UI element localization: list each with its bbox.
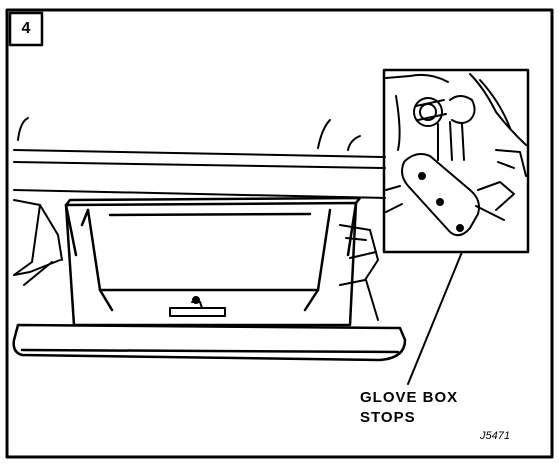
glove-box-door [12, 323, 407, 362]
left-knee-bolster [13, 199, 63, 286]
right-side-bracket [339, 224, 379, 321]
detail-inset-drawing [385, 73, 527, 237]
callout-leader-line [407, 251, 463, 385]
glove-box-bin [64, 196, 362, 327]
figure-number-box [8, 11, 44, 47]
dashboard-panel [13, 117, 386, 199]
outer-border [5, 8, 554, 459]
door-latch [169, 296, 226, 317]
detail-inset [382, 68, 530, 254]
